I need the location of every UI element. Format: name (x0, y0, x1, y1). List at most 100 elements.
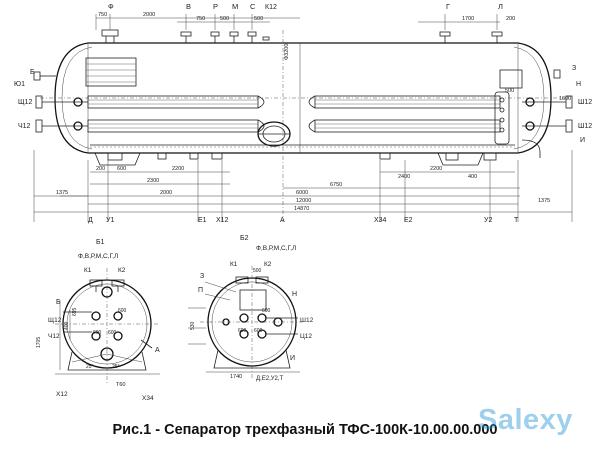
lv-label-k1: К1 (84, 267, 92, 274)
lv-label-kh34: Х34 (142, 395, 154, 402)
label-nozzle-m: М (232, 2, 238, 11)
nozzle-m-icon (229, 31, 239, 37)
right-end-view (188, 266, 305, 380)
label-bottom-e1: Е1 (198, 217, 207, 224)
rv-label-letters: Ф,В,Р,М,С,Г,Л (256, 245, 296, 252)
rv-label-sh12: Ш12 (300, 317, 314, 324)
nozzle-r-icon (210, 31, 220, 37)
label-sh12-right-a: Ш12 (578, 99, 592, 106)
label-nozzle-f: Ф (108, 2, 114, 11)
rv-label-z: З (200, 273, 204, 280)
rv-label-b2: Б2 (240, 235, 249, 242)
dim-top-1700: 1700 (462, 16, 474, 22)
dim-bot-1375b: 1375 (538, 198, 550, 204)
dim-right-500: 500 (505, 88, 514, 94)
watermark-logo: Salexy (478, 404, 573, 436)
top-dimensions (95, 14, 500, 30)
dim-top-200: 200 (506, 16, 515, 22)
nozzle-k-icon (262, 36, 270, 41)
dim-top-500: 500 (220, 16, 229, 22)
nozzle-l-icon (491, 31, 503, 37)
label-bottom-kh34: Х34 (374, 217, 387, 224)
label-nozzle-r: Р (213, 2, 218, 11)
dim-bot-12000: 12000 (296, 198, 311, 204)
lv-label-ch12: Ч12 (48, 333, 60, 340)
dim-right-1600: 1600 (559, 96, 571, 102)
rv-label-u12: Ц12 (300, 333, 312, 340)
dim-bot-2000: 2000 (160, 190, 172, 196)
rv-label-k1: К1 (230, 261, 238, 268)
dim-bot-400: 400 (468, 174, 477, 180)
rv-dim-530: 530 (190, 321, 196, 330)
label-bottom-a: А (280, 217, 285, 224)
figure-caption: Рис.1 - Сепаратор трехфазный ТФС-100К-10… (112, 422, 498, 438)
dim-bot-14870: 14870 (294, 206, 309, 212)
dim-bot-200: 200 (96, 166, 105, 172)
lv-dim-600b: 600 (108, 330, 117, 336)
label-i-right: И (580, 137, 585, 144)
dim-bot-6000: 6000 (296, 190, 308, 196)
lv-label-kh12: Х12 (56, 391, 68, 398)
label-bottom-e2: Е2 (404, 217, 413, 224)
dim-top-750b: 750 (196, 16, 205, 22)
lv-dim-600c: 600 (118, 308, 127, 314)
rv-dim-600a: 600 (238, 328, 247, 334)
dim-bot-6750: 6750 (330, 182, 342, 188)
label-z-right: З (572, 65, 576, 72)
dim-bot-2300: 2300 (147, 178, 159, 184)
manhole (257, 121, 291, 147)
dim-bot-1375: 1375 (56, 190, 68, 196)
label-nozzle-k12: К12 (265, 4, 277, 11)
label-n-right: Н (576, 81, 581, 88)
dim-top-2000: 2000 (143, 12, 155, 18)
label-ch12-left: Ч12 (18, 123, 31, 130)
nozzle-v-icon (180, 31, 192, 37)
dim-bot-2200: 2200 (172, 166, 184, 172)
dim-bot-2400: 2400 (398, 174, 410, 180)
left-tube-bundle (87, 95, 265, 133)
right-tube-bundle (308, 91, 510, 145)
label-sh12-right-b: Ш12 (578, 123, 592, 130)
dim-top-750: 750 (98, 12, 107, 18)
rv-label-n: Н (292, 291, 297, 298)
rv-label-bottom: Д,Е2,У2,Т (256, 376, 284, 382)
lv-dim-600a: 600 (93, 330, 102, 336)
outlet-device (499, 69, 523, 89)
nozzle-s-icon (247, 31, 257, 37)
label-nozzle-v: В (186, 2, 191, 11)
bottom-nozzles (94, 152, 497, 166)
lv-label-k2: К2 (118, 267, 126, 274)
lv-label-b: Б (56, 299, 61, 306)
left-nozzles (33, 71, 88, 133)
lv-dim-400: 400 (64, 321, 70, 330)
label-nozzle-g: Г (446, 2, 450, 11)
rv-label-p: П (198, 287, 203, 294)
label-bottom-u2: У2 (484, 217, 492, 224)
top-nozzles (101, 29, 503, 43)
nozzle-g-icon (439, 31, 451, 37)
lv-dim-25a: 25° (86, 364, 94, 370)
bottom-dimensions (33, 150, 573, 222)
label-bottom-d: Д (88, 217, 93, 224)
lv-label-b1: Б1 (96, 239, 105, 246)
label-nozzle-s: С (250, 2, 256, 11)
left-end-view (55, 268, 160, 385)
lv-label-sh12: Щ12 (48, 317, 62, 324)
rv-dim-500: 500 (253, 268, 262, 274)
dim-top-500b: 500 (254, 16, 263, 22)
lv-label-a: А (155, 347, 160, 354)
lv-dim-760: Т60 (116, 382, 125, 388)
dim-bot-2200b: 2200 (430, 166, 442, 172)
rv-dim-600c: 600 (262, 308, 271, 314)
lv-dim-695: 695 (72, 307, 78, 316)
label-sh12-left: Щ12 (18, 99, 32, 106)
right-nozzles (521, 69, 573, 158)
label-diameter: Ф3200 (284, 44, 290, 60)
label-bottom-u1: У1 (106, 217, 114, 224)
label-b: Б (30, 69, 35, 76)
nozzle-f-icon (101, 29, 119, 37)
rv-dim-1740: 1740 (230, 374, 242, 380)
label-bottom-t: Т (514, 217, 519, 224)
vessel-side-view (33, 14, 573, 222)
